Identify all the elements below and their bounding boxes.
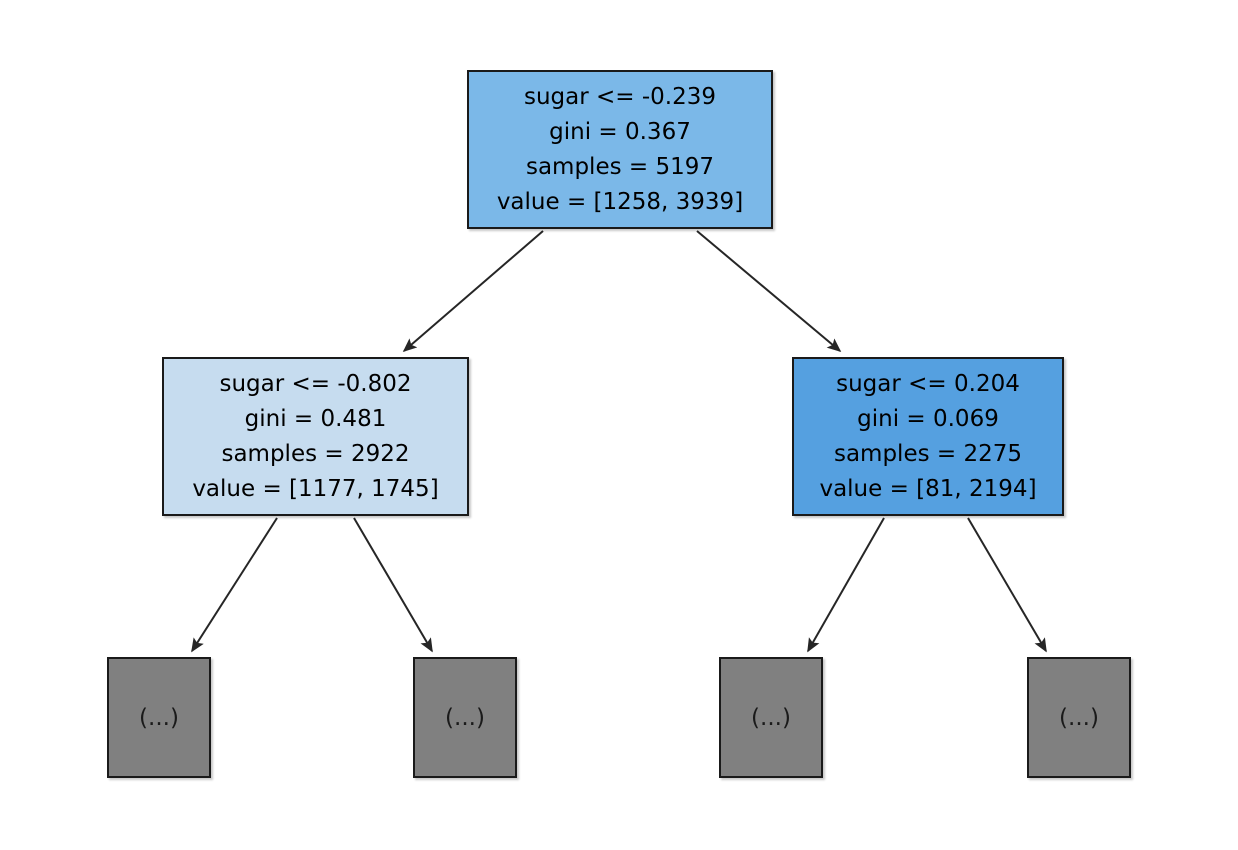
truncated-subtree-label: (...) bbox=[139, 704, 179, 731]
node-gini: gini = 0.481 bbox=[244, 405, 387, 432]
node-samples: samples = 2275 bbox=[833, 440, 1023, 467]
tree-leaf-2[interactable]: (...) bbox=[413, 657, 517, 778]
tree-edge-left-to-leaf-2 bbox=[353, 517, 433, 653]
tree-leaf-1[interactable]: (...) bbox=[107, 657, 211, 778]
truncated-subtree-label: (...) bbox=[1059, 704, 1099, 731]
tree-node-root[interactable]: sugar <= -0.239 gini = 0.367 samples = 519… bbox=[467, 70, 773, 229]
tree-node-right[interactable]: sugar <= 0.204 gini = 0.069 samples = 2275… bbox=[792, 357, 1064, 516]
node-samples: samples = 2922 bbox=[221, 440, 410, 467]
node-samples: samples = 5197 bbox=[525, 153, 715, 180]
node-gini: gini = 0.367 bbox=[549, 118, 691, 145]
tree-edge-right-to-leaf-3 bbox=[807, 517, 885, 653]
tree-edge-right-to-leaf-4 bbox=[967, 517, 1047, 653]
tree-edge-left-to-leaf-1 bbox=[191, 517, 278, 653]
truncated-subtree-label: (...) bbox=[751, 704, 791, 731]
tree-node-left[interactable]: sugar <= -0.802 gini = 0.481 samples = 292… bbox=[162, 357, 469, 516]
node-value: value = [1177, 1745] bbox=[192, 475, 439, 502]
node-value: value = [81, 2194] bbox=[819, 475, 1037, 502]
truncated-subtree-label: (...) bbox=[445, 704, 485, 731]
node-condition: sugar <= 0.204 bbox=[836, 370, 1020, 397]
node-condition: sugar <= -0.239 bbox=[523, 83, 717, 110]
node-condition: sugar <= -0.802 bbox=[219, 370, 412, 397]
tree-leaf-4[interactable]: (...) bbox=[1027, 657, 1131, 778]
node-value: value = [1258, 3939] bbox=[496, 188, 744, 215]
tree-edge-root-to-left bbox=[402, 230, 544, 353]
tree-edge-root-to-right bbox=[696, 230, 842, 353]
tree-leaf-3[interactable]: (...) bbox=[719, 657, 823, 778]
node-gini: gini = 0.069 bbox=[857, 405, 999, 432]
